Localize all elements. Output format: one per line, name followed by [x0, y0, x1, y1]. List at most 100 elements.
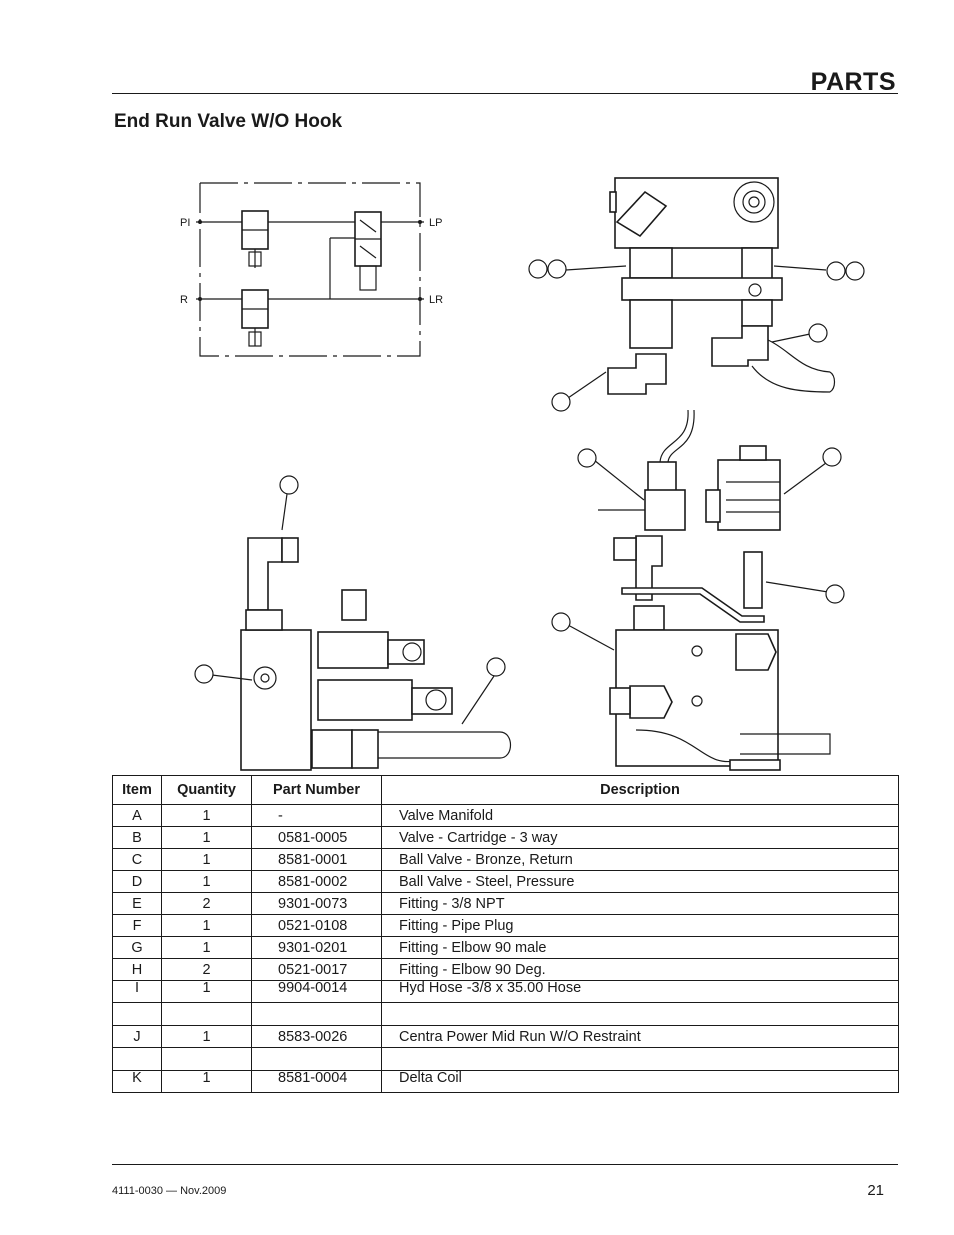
- cell-part-number: 8581-0001: [251, 848, 382, 871]
- cell-description: Fitting - Pipe Plug: [381, 914, 899, 937]
- cell-quantity: 2: [161, 892, 252, 915]
- cell-item: K: [112, 1070, 162, 1093]
- cell-item: D: [112, 870, 162, 893]
- callout-marker: [822, 447, 842, 467]
- cell-quantity: 1: [161, 826, 252, 849]
- parts-table: Item Quantity Part Number Description A …: [112, 775, 899, 1093]
- cell-item: A: [112, 804, 162, 827]
- callout-marker: [825, 584, 845, 604]
- callout-marker: [551, 392, 571, 412]
- callout-marker: [551, 612, 571, 632]
- cell-part-number: 9904-0014: [251, 980, 382, 1003]
- cell-quantity: [161, 1002, 252, 1026]
- valve-top-view: [607, 177, 836, 395]
- cell-description: Centra Power Mid Run W/O Restraint: [381, 1025, 899, 1048]
- cell-part-number: [251, 1002, 382, 1026]
- page-number: 21: [867, 1182, 884, 1199]
- table-row: G 1 9301-0201 Fitting - Elbow 90 male: [112, 936, 899, 959]
- table-row: K 1 8581-0004 Delta Coil: [112, 1070, 899, 1093]
- cell-quantity: 1: [161, 980, 252, 1003]
- cell-description: Valve - Cartridge - 3 way: [381, 826, 899, 849]
- table-row: A 1 - Valve Manifold: [112, 804, 899, 827]
- cell-quantity: 1: [161, 1025, 252, 1048]
- cell-item: B: [112, 826, 162, 849]
- table-row: J 1 8583-0026 Centra Power Mid Run W/O R…: [112, 1025, 899, 1048]
- cell-item: J: [112, 1025, 162, 1048]
- table-row: H 2 0521-0017 Fitting - Elbow 90 Deg.: [112, 958, 899, 981]
- parts-illustration: PI LP R LR: [180, 177, 865, 771]
- cell-quantity: 1: [161, 870, 252, 893]
- cell-quantity: 1: [161, 936, 252, 959]
- callout-marker: [194, 664, 214, 684]
- callout-marker: [808, 323, 828, 343]
- cell-quantity: 1: [161, 914, 252, 937]
- callout-marker: [547, 259, 567, 279]
- schematic-label-r: R: [180, 294, 188, 306]
- cell-quantity: 1: [161, 1070, 252, 1093]
- valve-side-view-right: [609, 535, 831, 771]
- table-row: [112, 1047, 899, 1071]
- cell-part-number: 0521-0108: [251, 914, 382, 937]
- cell-description: [381, 1002, 899, 1026]
- cell-item: G: [112, 936, 162, 959]
- table-row: [112, 1002, 899, 1026]
- cell-item: F: [112, 914, 162, 937]
- cell-quantity: 2: [161, 958, 252, 981]
- cell-part-number: 0581-0005: [251, 826, 382, 849]
- column-header-quantity: Quantity: [161, 775, 252, 805]
- table-row: D 1 8581-0002 Ball Valve - Steel, Pressu…: [112, 870, 899, 893]
- cell-description: Fitting - 3/8 NPT: [381, 892, 899, 915]
- table-header-row: Item Quantity Part Number Description: [112, 775, 899, 805]
- schematic-label-pi: PI: [180, 217, 190, 229]
- cell-description: Ball Valve - Bronze, Return: [381, 848, 899, 871]
- cell-item: I: [112, 980, 162, 1003]
- cell-item: [112, 1047, 162, 1071]
- footer-document-number: 4111-0030 — Nov.2009: [112, 1185, 227, 1197]
- table-row: C 1 8581-0001 Ball Valve - Bronze, Retur…: [112, 848, 899, 871]
- table-row: B 1 0581-0005 Valve - Cartridge - 3 way: [112, 826, 899, 849]
- cell-part-number: 8581-0004: [251, 1070, 382, 1093]
- cell-description: Fitting - Elbow 90 male: [381, 936, 899, 959]
- callout-marker: [486, 657, 506, 677]
- cell-item: [112, 1002, 162, 1026]
- cell-quantity: 1: [161, 848, 252, 871]
- footer-rule: [112, 1164, 898, 1165]
- table-row: I 1 9904-0014 Hyd Hose -3/8 x 35.00 Hose: [112, 980, 899, 1003]
- cell-description: [381, 1047, 899, 1071]
- cell-part-number: 9301-0073: [251, 892, 382, 915]
- cell-quantity: 1: [161, 804, 252, 827]
- callout-marker: [528, 259, 548, 279]
- cell-item: C: [112, 848, 162, 871]
- cell-item: H: [112, 958, 162, 981]
- hydraulic-schematic: PI LP R LR: [180, 182, 443, 357]
- table-row: F 1 0521-0108 Fitting - Pipe Plug: [112, 914, 899, 937]
- schematic-label-lp: LP: [429, 217, 442, 229]
- cell-part-number: -: [251, 804, 382, 827]
- cell-description: Hyd Hose -3/8 x 35.00 Hose: [381, 980, 899, 1003]
- coil-view: [598, 409, 781, 531]
- cell-description: Valve Manifold: [381, 804, 899, 827]
- callout-marker: [845, 261, 865, 281]
- cell-part-number: 8581-0002: [251, 870, 382, 893]
- callout-marker: [279, 475, 299, 495]
- cell-description: Fitting - Elbow 90 Deg.: [381, 958, 899, 981]
- cell-part-number: [251, 1047, 382, 1071]
- column-header-part-number: Part Number: [251, 775, 382, 805]
- cell-description: Delta Coil: [381, 1070, 899, 1093]
- page-header-title: PARTS: [810, 68, 896, 96]
- column-header-description: Description: [381, 775, 899, 805]
- cell-part-number: 9301-0201: [251, 936, 382, 959]
- callout-marker: [826, 261, 846, 281]
- cell-quantity: [161, 1047, 252, 1071]
- cell-item: E: [112, 892, 162, 915]
- cell-part-number: 0521-0017: [251, 958, 382, 981]
- valve-side-view-left: [240, 537, 512, 771]
- header-rule: [112, 93, 898, 94]
- schematic-label-lr: LR: [429, 294, 443, 306]
- cell-part-number: 8583-0026: [251, 1025, 382, 1048]
- table-row: E 2 9301-0073 Fitting - 3/8 NPT: [112, 892, 899, 915]
- section-title: End Run Valve W/O Hook: [114, 111, 343, 132]
- cell-description: Ball Valve - Steel, Pressure: [381, 870, 899, 893]
- column-header-item: Item: [112, 775, 162, 805]
- callout-marker: [577, 448, 597, 468]
